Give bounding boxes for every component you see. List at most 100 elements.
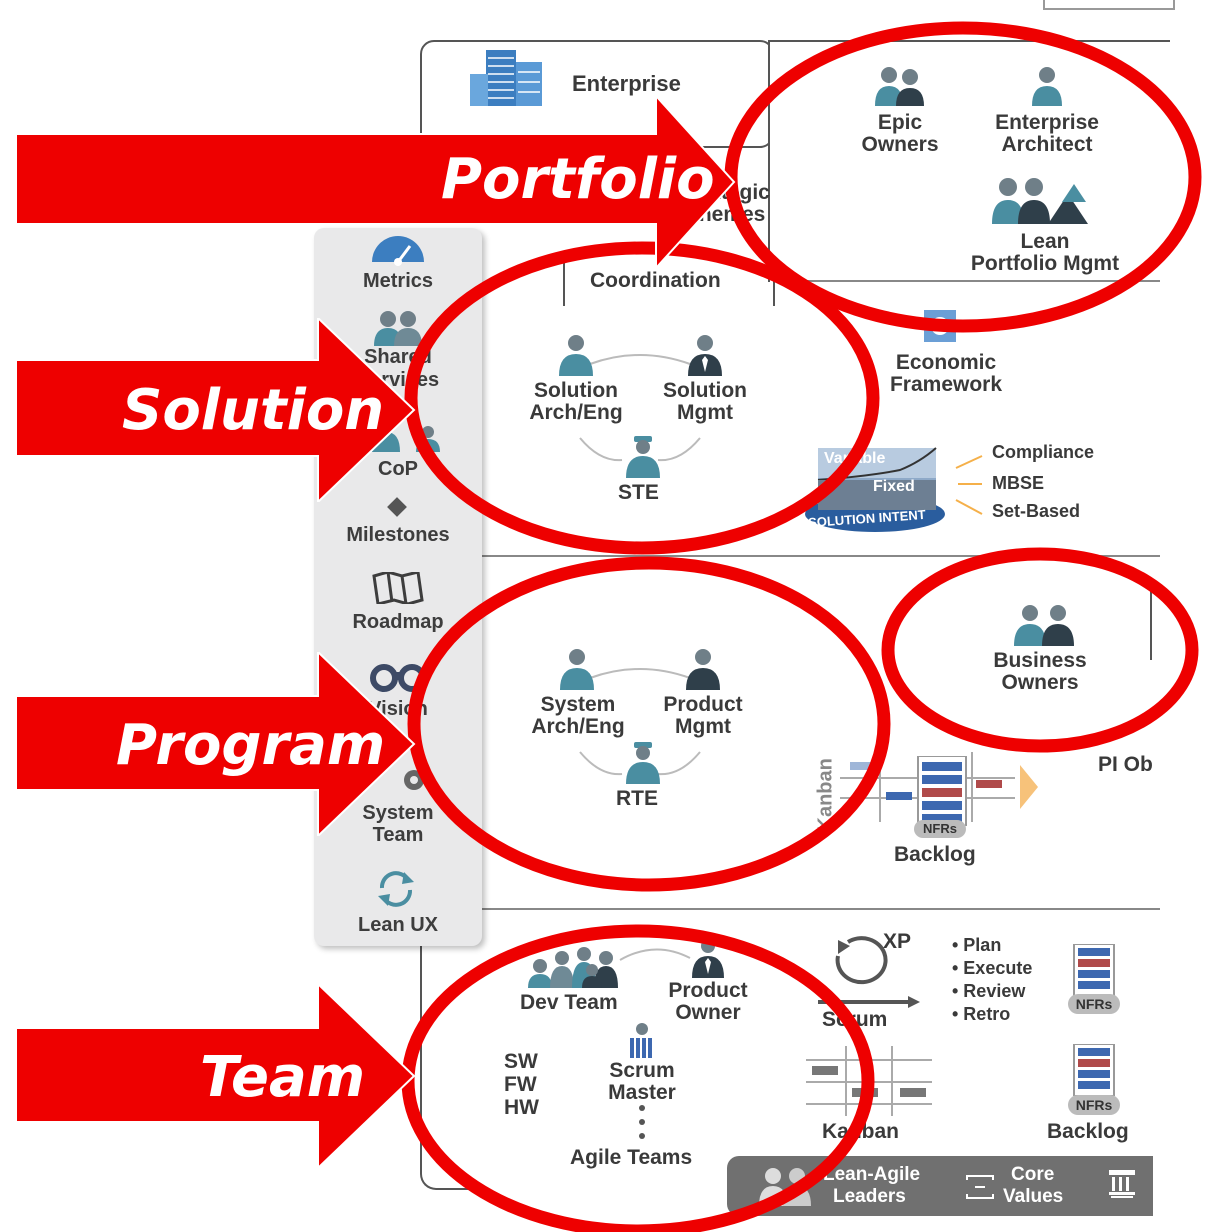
lean-portfolio-label: Lean Portfolio Mgmt (950, 231, 1140, 275)
rte-label: RTE (616, 787, 658, 810)
scrum-master-line1: Scrum (609, 1059, 675, 1082)
sw-fw-hw-label: SW FW HW (504, 1051, 539, 1119)
system-arch-line1: System (540, 693, 616, 716)
pi-objectives-label: PI Ob (1098, 753, 1153, 776)
epic-owners-label: Epic Owners (848, 112, 952, 156)
team-backlog-stack-2 (1073, 1044, 1115, 1096)
product-mgmt-line2: Mgmt (675, 715, 731, 738)
solution-mgmt-label: Solution Mgmt (650, 380, 760, 424)
epic-owners-line1: Epic (877, 111, 923, 134)
portfolio-arrow (16, 96, 736, 268)
lean-portfolio-line2: Portfolio Mgmt (970, 252, 1120, 275)
enterprise-architect-icon (1032, 67, 1062, 106)
enterprise-architect-label: Enterprise Architect (980, 112, 1114, 156)
coordination-label: Coordination (590, 269, 721, 292)
program-arrow-label: Program (116, 713, 386, 778)
economic-framework-line1: Economic (895, 351, 997, 374)
program-backlog-stack (917, 756, 967, 826)
lean-portfolio-line1: Lean (1020, 230, 1070, 253)
team-nfrs-badge-2: NFRs (1068, 1095, 1120, 1115)
team-nfrs-badge-1: NFRs (1068, 994, 1120, 1014)
product-owner-icon (692, 939, 724, 978)
ste-icon (626, 436, 660, 478)
team-arrow (16, 984, 416, 1168)
solution-arch-icon (559, 335, 593, 376)
dev-team-icon (528, 947, 618, 988)
agile-teams-label: Agile Teams (570, 1146, 693, 1169)
portfolio-arrow-label: Portfolio (441, 147, 715, 212)
portfolio-divider (780, 280, 1160, 282)
economic-framework-icon (924, 310, 956, 342)
business-owners-line1: Business (993, 649, 1087, 672)
program-nfrs-badge: NFRs (914, 820, 966, 838)
solution-divider (480, 555, 1160, 557)
business-owners-line2: Owners (1001, 671, 1079, 694)
solution-arch-label: Solution Arch/Eng (516, 380, 636, 424)
system-arch-line2: Arch/Eng (531, 715, 625, 738)
scrum-label: Scrum (822, 1008, 888, 1031)
core-values-line2: Values (1003, 1186, 1064, 1207)
leaders-line1: Lean-Agile (823, 1164, 921, 1185)
fw-label: FW (504, 1073, 537, 1096)
roadmap-icon (372, 572, 424, 604)
solution-arrow (16, 318, 416, 502)
solution-mgmt-line1: Solution (663, 379, 747, 402)
team-backlog-stack-1 (1073, 944, 1115, 996)
ste-label: STE (618, 481, 659, 504)
ceremony-review: • Review (952, 981, 1026, 1001)
team-kanban-label: Kanban (822, 1120, 900, 1143)
program-backlog-label: Backlog (894, 843, 976, 866)
building-icon (470, 50, 542, 106)
sidebar-lean-ux[interactable]: Lean UX (357, 914, 439, 936)
business-owners-icon (1014, 605, 1074, 646)
team-kanban-board (806, 1046, 932, 1116)
xp-label: XP (883, 930, 912, 953)
lean-ux-icon (378, 871, 414, 907)
leaders-line2: Leaders (833, 1186, 906, 1207)
system-arch-icon (560, 649, 594, 690)
sidebar-metrics[interactable]: Metrics (362, 270, 434, 292)
business-owners-label: Business Owners (978, 650, 1102, 694)
scrum-master-label: Scrum Master (592, 1060, 692, 1104)
intent-set-based: Set-Based (992, 501, 1081, 521)
sidebar-roadmap[interactable]: Roadmap (352, 611, 444, 633)
product-owner-line1: Product (668, 979, 748, 1002)
system-arch-label: System Arch/Eng (518, 694, 638, 738)
solution-intent-variable: Variable (824, 450, 886, 467)
rte-icon (626, 742, 660, 784)
program-divider (480, 908, 1160, 910)
dev-team-label: Dev Team (520, 991, 618, 1014)
intent-connector-lines (955, 455, 983, 515)
ceremony-plan: • Plan (952, 935, 1002, 955)
solution-mgmt-icon (688, 335, 722, 376)
pillar-icon (1109, 1170, 1135, 1198)
team-backlog-label: Backlog (1047, 1120, 1129, 1143)
program-arrow (16, 652, 416, 836)
foundation-bar: Lean-Agile Leaders Core Values (727, 1156, 1153, 1216)
solution-intent-fixed: Fixed (873, 478, 915, 495)
business-owners-divider (1150, 580, 1152, 660)
pi-arrow-icon (1020, 765, 1038, 809)
scrum-master-icon (630, 1023, 652, 1058)
enterprise-label: Enterprise (572, 71, 681, 96)
hw-label: HW (504, 1096, 539, 1119)
program-kanban-label: Kanban (814, 758, 837, 832)
solution-arrow-label: Solution (122, 378, 385, 443)
lean-portfolio-icon (992, 178, 1088, 224)
sw-label: SW (504, 1050, 538, 1073)
ceremony-execute: • Execute (952, 958, 1033, 978)
top-right-tab (1043, 0, 1175, 10)
solution-arch-line2: Arch/Eng (529, 401, 623, 424)
enterprise-architect-line2: Architect (1001, 133, 1093, 156)
team-panel-border (420, 910, 482, 1190)
solution-arch-line1: Solution (534, 379, 618, 402)
agile-teams-dots (639, 1105, 645, 1139)
scrum-master-line2: Master (608, 1081, 676, 1104)
product-mgmt-label: Product Mgmt (648, 694, 758, 738)
intent-mbse: MBSE (992, 473, 1045, 493)
core-values-icon (966, 1175, 994, 1199)
epic-owners-icon (875, 67, 924, 106)
sidebar-milestones[interactable]: Milestones (346, 524, 450, 546)
epic-owners-line2: Owners (861, 133, 939, 156)
solution-mgmt-line2: Mgmt (677, 401, 733, 424)
